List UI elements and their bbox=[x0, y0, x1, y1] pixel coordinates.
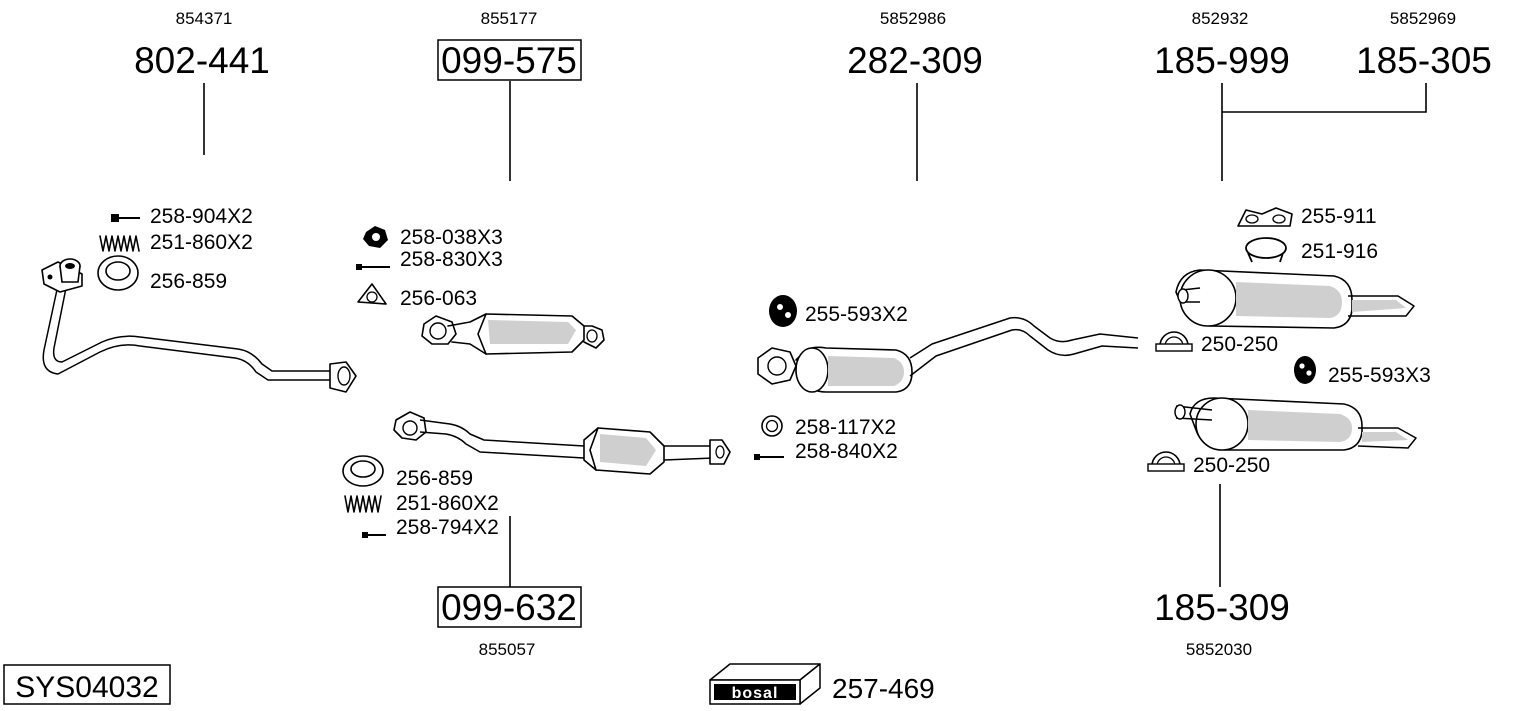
part-number-185-305: 185-305 bbox=[1356, 40, 1492, 81]
acc-251-860X2: 251-860X2 bbox=[396, 492, 499, 515]
bosal-logo-icon: bosal bbox=[709, 663, 821, 705]
acc-256-859: 256-859 bbox=[396, 467, 473, 490]
ref-5852969: 5852969 bbox=[1390, 9, 1456, 28]
bolt-icon bbox=[111, 214, 140, 222]
acc-250-250: 250-250 bbox=[1201, 333, 1278, 356]
gasket-icon bbox=[357, 283, 387, 305]
u-clamp-icon bbox=[1147, 451, 1185, 472]
bolt-icon bbox=[356, 264, 390, 270]
catalytic-converter-099-632 bbox=[393, 411, 731, 475]
bolt-icon bbox=[754, 454, 784, 460]
sealing-ring-icon bbox=[342, 455, 384, 487]
brand-kit-number: 257-469 bbox=[832, 673, 935, 704]
ref-5852030: 5852030 bbox=[1186, 640, 1252, 659]
rear-silencer-185-309 bbox=[1174, 397, 1417, 451]
acc-258-038X3: 258-038X3 bbox=[400, 226, 503, 249]
part-number-282-309: 282-309 bbox=[847, 40, 983, 81]
acc-250-250: 250-250 bbox=[1193, 454, 1270, 477]
acc-255-593X2: 255-593X2 bbox=[805, 303, 908, 326]
clamp-icon bbox=[1245, 237, 1287, 263]
acc-251-916: 251-916 bbox=[1301, 240, 1378, 263]
system-code-box bbox=[3, 664, 171, 705]
ref-852932: 852932 bbox=[1192, 9, 1249, 28]
part-number-099-575: 099-575 bbox=[441, 40, 577, 81]
brand-name: bosal bbox=[732, 685, 779, 702]
sealing-ring-icon bbox=[97, 255, 139, 291]
acc-258-794X2: 258-794X2 bbox=[396, 516, 499, 539]
acc-258-904X2: 258-904X2 bbox=[150, 205, 253, 228]
acc-258-840X2: 258-840X2 bbox=[795, 440, 898, 463]
ref-854371: 854371 bbox=[176, 9, 233, 28]
rear-silencer-185-999 bbox=[1175, 269, 1415, 329]
part-box-099-575 bbox=[437, 39, 582, 81]
ring-icon bbox=[761, 415, 783, 437]
bolt-icon bbox=[362, 532, 386, 538]
system-code: SYS04032 bbox=[15, 671, 158, 704]
catalytic-converter-099-575 bbox=[421, 313, 605, 355]
acc-256-859: 256-859 bbox=[150, 270, 227, 293]
u-clamp-icon bbox=[1155, 331, 1193, 352]
nut-icon bbox=[363, 226, 388, 248]
spring-icon bbox=[99, 235, 140, 252]
spring-icon bbox=[344, 495, 382, 513]
part-number-185-309: 185-309 bbox=[1154, 587, 1290, 628]
acc-256-063: 256-063 bbox=[400, 287, 477, 310]
acc-251-860X2: 251-860X2 bbox=[150, 231, 253, 254]
front-pipe-802-441 bbox=[41, 258, 357, 393]
middle-silencer-282-309 bbox=[757, 316, 1139, 393]
part-number-185-999: 185-999 bbox=[1154, 40, 1290, 81]
acc-258-117X2: 258-117X2 bbox=[795, 416, 896, 439]
rubber-mount-icon bbox=[769, 295, 797, 327]
ref-5852986: 5852986 bbox=[880, 9, 946, 28]
part-number-802-441: 802-441 bbox=[134, 40, 270, 81]
leader-bracket bbox=[1222, 83, 1427, 113]
ref-855177: 855177 bbox=[481, 9, 538, 28]
acc-255-911: 255-911 bbox=[1301, 205, 1377, 228]
ref-855057: 855057 bbox=[479, 640, 536, 659]
acc-255-593X3: 255-593X3 bbox=[1328, 364, 1431, 387]
hanger-bracket-icon bbox=[1237, 207, 1293, 227]
rubber-mount-icon bbox=[1294, 356, 1316, 384]
part-box-099-632 bbox=[437, 586, 582, 628]
part-number-099-632: 099-632 bbox=[441, 587, 577, 628]
acc-258-830X3: 258-830X3 bbox=[400, 248, 503, 271]
